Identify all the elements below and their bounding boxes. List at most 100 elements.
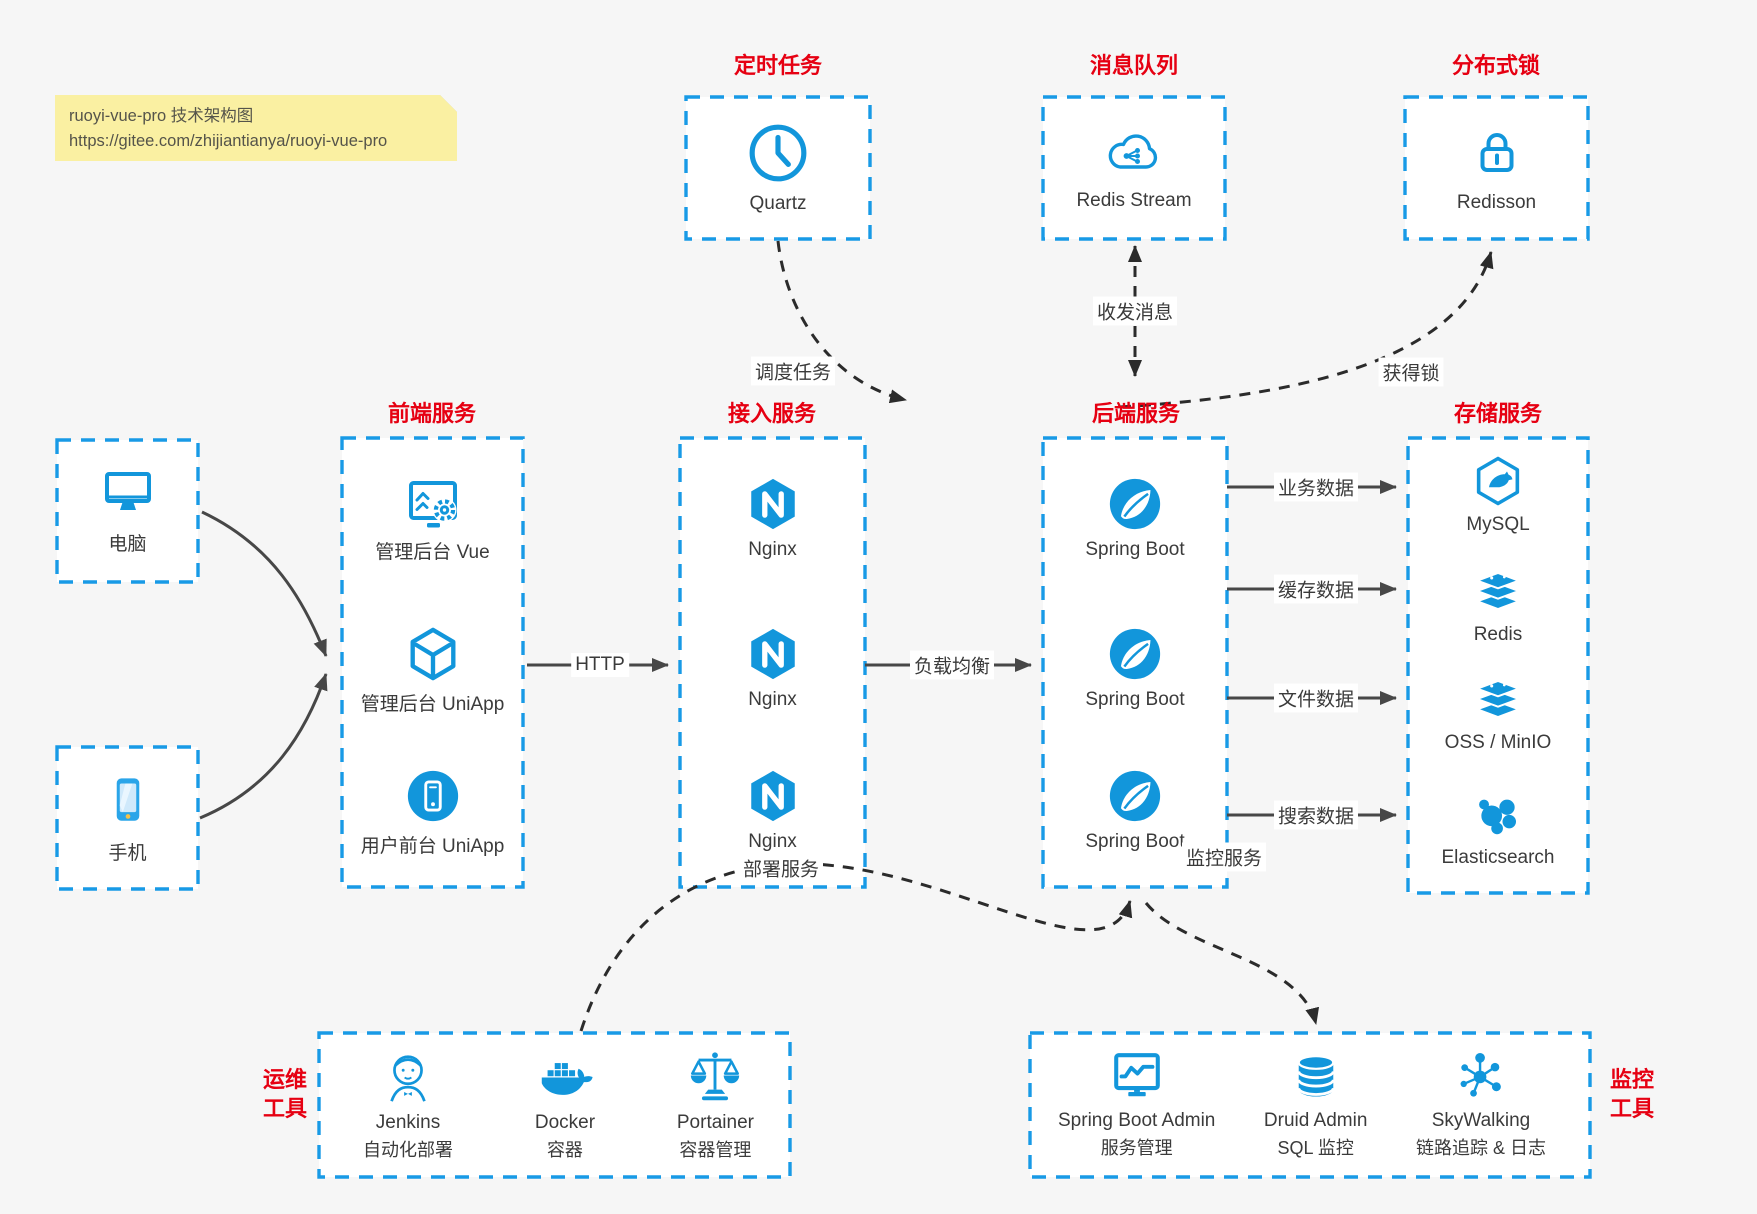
- edge-label-search-data: 搜索数据: [1273, 800, 1359, 830]
- node-label: Spring Boot: [1085, 831, 1185, 852]
- node-label: Redis: [1473, 624, 1523, 645]
- tool-desc: 链路追踪 & 日志: [1415, 1138, 1546, 1158]
- edge-acquire-lock-arrow: [1119, 251, 1494, 409]
- edge-deploy-arrow: [579, 862, 1133, 1032]
- title-scheduler: 定时任务: [733, 53, 823, 78]
- node-druid-admin: Druid Admin SQL 监控: [1263, 1047, 1368, 1177]
- node-label: Redisson: [1456, 191, 1537, 213]
- spring-boot-icon: [1109, 628, 1161, 680]
- sticky-note: ruoyi-vue-pro 技术架构图 https://gitee.com/zh…: [55, 95, 457, 161]
- tool-name: SkyWalking: [1431, 1110, 1531, 1131]
- note-url: https://gitee.com/zhijiantianya/ruoyi-vu…: [69, 131, 388, 150]
- quartz-box-frame: [684, 95, 872, 241]
- title-backend: 后端服务: [1091, 401, 1181, 426]
- edge-label-message: 收发消息: [1092, 296, 1178, 326]
- node-label: 管理后台 Vue: [375, 542, 490, 563]
- node-label: 管理后台 UniApp: [360, 694, 505, 715]
- tool-desc: 自动化部署: [363, 1140, 453, 1160]
- tool-name: Docker: [534, 1112, 596, 1133]
- node-docker: Docker 容器: [535, 1047, 595, 1177]
- note-title: ruoyi-vue-pro 技术架构图: [69, 107, 254, 125]
- database-icon: [1297, 1054, 1335, 1097]
- scales-icon: [691, 1052, 740, 1101]
- node-label: Spring Boot: [1085, 539, 1185, 560]
- node-label: Nginx: [748, 689, 797, 710]
- computer-box-frame: [55, 438, 200, 584]
- admin-dashboard-gear-icon: [408, 481, 457, 528]
- node-label: 用户前台 UniApp: [360, 836, 505, 857]
- node-nginx-1: Nginx: [680, 475, 865, 561]
- mobile-phone-icon: [116, 778, 139, 821]
- node-redisson: Redisson: [1405, 97, 1588, 239]
- edge-phone-to-frontend: [199, 673, 328, 820]
- node-label: Quartz: [749, 192, 807, 214]
- edge-label-load-balance: 负载均衡: [909, 650, 995, 680]
- edge-label-business-data: 业务数据: [1273, 472, 1359, 502]
- edge-label-schedule: 调度任务: [750, 356, 836, 386]
- node-oss-minio: OSS / MinIO: [1408, 672, 1588, 754]
- node-admin-vue: 管理后台 Vue: [342, 475, 523, 564]
- tool-name: Druid Admin: [1263, 1110, 1368, 1131]
- tool-name: Spring Boot Admin: [1058, 1110, 1216, 1131]
- lock-icon: [1480, 132, 1513, 172]
- node-redis-stream: Redis Stream: [1043, 97, 1225, 239]
- node-label: Spring Boot: [1085, 689, 1185, 710]
- node-quartz: Quartz: [686, 97, 870, 239]
- docker-whale-icon: [541, 1063, 593, 1095]
- group-monitor-tools: Spring Boot Admin 服务管理 Druid Admin SQL 监…: [1030, 1033, 1590, 1177]
- node-admin-uniapp: 管理后台 UniApp: [342, 625, 523, 716]
- edge-label-acquire-lock: 获得锁: [1378, 357, 1444, 387]
- redis-stack-icon: [1476, 572, 1520, 610]
- node-mysql: MySQL: [1408, 454, 1588, 536]
- node-redis: Redis: [1408, 564, 1588, 646]
- group-frontend: 管理后台 Vue 管理后台 UniApp 用户前台 UniApp: [342, 438, 523, 887]
- edge-label-deploy: 部署服务: [738, 853, 824, 883]
- node-nginx-2: Nginx: [680, 625, 865, 711]
- group-ops-tools: Jenkins 自动化部署 Docker 容器: [319, 1033, 790, 1177]
- tool-desc: 容器: [546, 1140, 583, 1160]
- node-portainer: Portainer 容器管理: [677, 1047, 754, 1177]
- node-spring-boot-admin: Spring Boot Admin 服务管理: [1058, 1047, 1215, 1177]
- clock-icon: [749, 124, 807, 181]
- edge-label-monitoring: 监控服务: [1181, 842, 1267, 872]
- ops-box-frame: [317, 1031, 792, 1179]
- tool-name: Portainer: [676, 1112, 754, 1133]
- mysql-icon: [1476, 456, 1520, 506]
- nginx-icon: [750, 478, 795, 530]
- edge-label-file-data: 文件数据: [1273, 683, 1359, 713]
- tool-desc: SQL 监控: [1277, 1138, 1354, 1158]
- mobile-app-circle-icon: [407, 770, 458, 822]
- group-gateway: Nginx Nginx Nginx: [680, 438, 865, 887]
- edge-label-cache-data: 缓存数据: [1273, 574, 1359, 604]
- node-skywalking: SkyWalking 链路追踪 & 日志: [1416, 1047, 1546, 1177]
- node-user-uniapp: 用户前台 UniApp: [342, 767, 523, 858]
- spring-boot-icon: [1109, 478, 1161, 530]
- node-label: 电脑: [108, 534, 147, 555]
- nginx-icon: [750, 628, 795, 680]
- monitor-chart-icon: [1113, 1053, 1160, 1097]
- node-computer: 电脑: [57, 440, 198, 582]
- node-label: Nginx: [748, 539, 797, 560]
- group-storage: MySQL Redis OSS / Mi: [1408, 438, 1588, 893]
- node-jenkins: Jenkins 自动化部署: [363, 1047, 453, 1177]
- edge-label-http: HTTP: [571, 653, 629, 677]
- cloud-share-icon: [1108, 133, 1158, 169]
- node-nginx-3: Nginx: [680, 767, 865, 853]
- spring-boot-icon: [1109, 770, 1161, 822]
- node-label: Elasticsearch: [1441, 847, 1555, 868]
- uniapp-cube-icon: [410, 627, 455, 681]
- edge-computer-to-frontend: [201, 510, 328, 657]
- title-ops-tools: 运维 工具: [262, 1067, 308, 1121]
- title-monitor-tools: 监控 工具: [1609, 1067, 1655, 1121]
- title-lock: 分布式锁: [1451, 53, 1541, 78]
- node-elasticsearch: Elasticsearch: [1408, 787, 1588, 869]
- title-frontend: 前端服务: [387, 401, 477, 426]
- object-storage-icon: [1476, 680, 1520, 718]
- title-gateway: 接入服务: [727, 401, 817, 426]
- nginx-icon: [750, 770, 795, 822]
- node-label: OSS / MinIO: [1444, 732, 1552, 753]
- title-storage: 存储服务: [1453, 401, 1543, 426]
- edge-schedule-task-arrow: [776, 240, 907, 404]
- node-label: Nginx: [748, 831, 797, 852]
